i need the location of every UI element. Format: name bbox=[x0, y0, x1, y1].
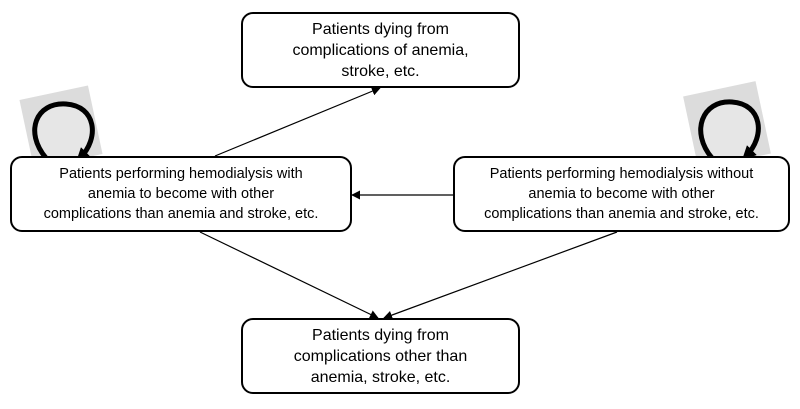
arrow-right-to-bottom bbox=[383, 231, 618, 320]
arrow-left-to-bottom bbox=[199, 231, 379, 319]
node-hemodialysis-without-anemia: Patients performing hemodialysis without… bbox=[453, 156, 790, 232]
node-patients-dying-from-other-complications: Patients dying from complications other … bbox=[241, 318, 520, 394]
node-hemodialysis-with-anemia: Patients performing hemodialysis with an… bbox=[10, 156, 352, 232]
node-patients-dying-from-anemia-stroke: Patients dying from complications of ane… bbox=[241, 12, 520, 88]
node-top-label: Patients dying from complications of ane… bbox=[292, 20, 469, 80]
self-loop-left-arrow bbox=[32, 101, 95, 162]
self-loop-right bbox=[683, 81, 771, 169]
node-right-label: Patients performing hemodialysis without… bbox=[484, 166, 759, 222]
self-loop-right-arrow bbox=[698, 99, 761, 160]
arrow-left-to-top bbox=[214, 86, 381, 157]
node-left-label: Patients performing hemodialysis with an… bbox=[43, 166, 319, 222]
node-bottom-label: Patients dying from complications other … bbox=[293, 326, 468, 386]
self-loop-left bbox=[19, 85, 103, 169]
